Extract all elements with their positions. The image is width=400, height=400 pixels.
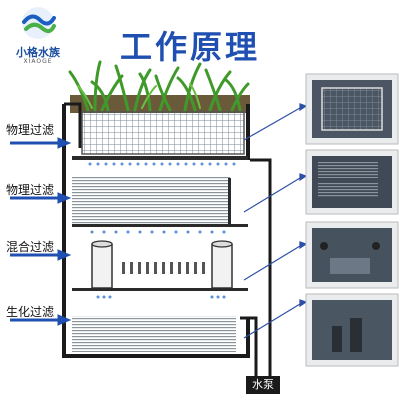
sponge-layers	[72, 176, 230, 224]
water-drops-1	[88, 162, 236, 166]
mixed-media	[72, 240, 248, 291]
bio-media	[72, 316, 236, 352]
stage-label-3: 混合过滤	[6, 240, 55, 254]
water-drops-3	[96, 295, 226, 299]
pump-label: 水泵	[246, 376, 280, 394]
logo-name: 小格水族	[16, 46, 60, 59]
photo-stage-1	[305, 73, 399, 145]
brand-logo: 小格水族 XIAOGE	[4, 2, 72, 65]
water-drops-2	[90, 230, 226, 234]
stage-label-4: 生化过滤	[6, 305, 55, 319]
mesh-basket	[81, 111, 245, 155]
logo-wave-icon	[22, 7, 56, 39]
filter-frame	[62, 102, 272, 376]
page-title: 工作原理	[120, 28, 261, 66]
stage-label-1: 物理过滤	[6, 123, 55, 137]
photo-stage-4	[305, 293, 399, 367]
photo-stage-3	[305, 221, 399, 289]
logo-sub: XIAOGE	[23, 58, 53, 65]
photo-stage-2	[305, 149, 399, 215]
arrow-icon	[10, 137, 72, 326]
leader-lines	[243, 103, 308, 339]
plant-icon	[68, 60, 250, 113]
stage-label-2: 物理过滤	[6, 183, 55, 197]
